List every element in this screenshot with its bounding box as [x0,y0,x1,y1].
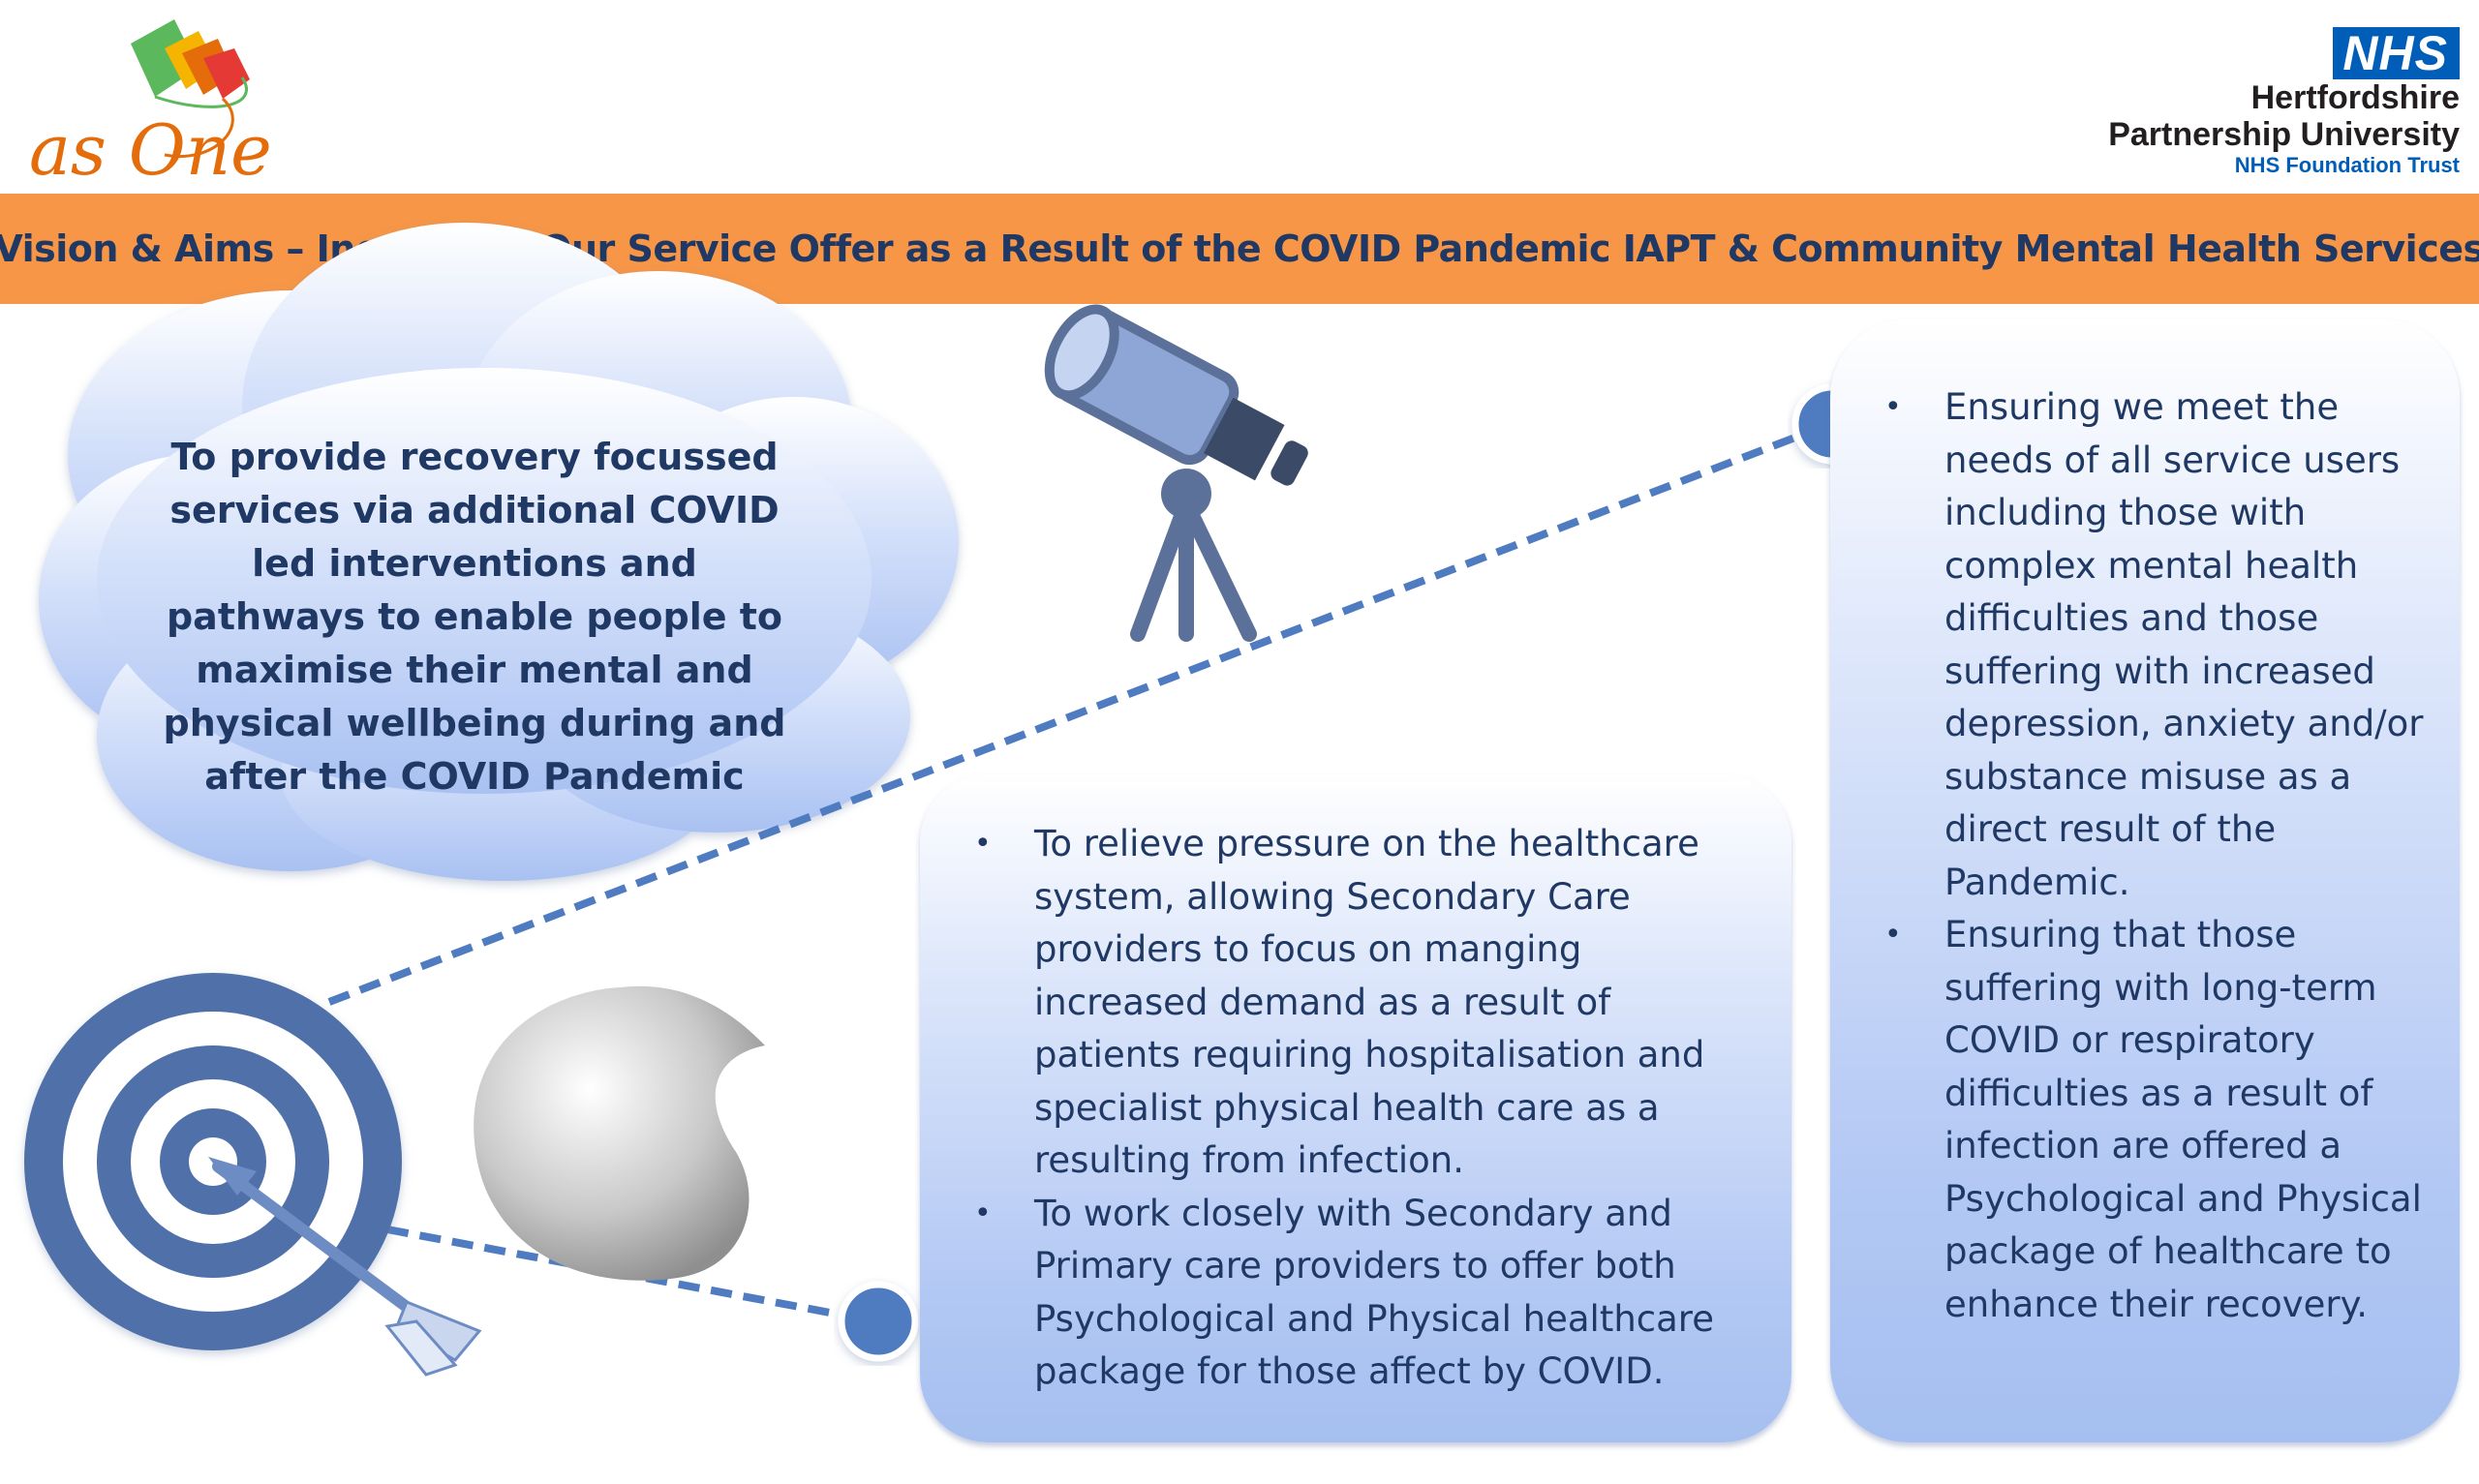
nhs-trust-name-2: Partnership University [2108,116,2460,153]
logo-kite-string-2 [164,97,234,158]
nhs-badge: NHS [2333,27,2460,79]
vision-line: after the COVID Pandemic [204,755,745,798]
vision-line: led interventions and [252,542,697,585]
vision-line: To provide recovery focussed [170,436,779,478]
vision-line: physical wellbeing during and [163,702,786,744]
aim-bullet: Ensuring that those suffering with long-… [1884,909,2438,1331]
aim-bullet: Ensuring we meet the needs of all servic… [1884,381,2438,909]
connector-line-upper [327,420,1832,1006]
nhs-trust-name-1: Hertfordshire [2250,79,2460,116]
arrow-icon [208,1157,482,1377]
connector-dot-lower [838,1281,919,1362]
logo-kite-red [203,48,250,99]
nhs-trust-name-3: NHS Foundation Trust [2234,153,2460,177]
vision-statement: To provide recovery focussed services vi… [155,431,794,803]
aim-bullet: To relieve pressure on the healthcare sy… [974,818,1751,1188]
vision-cloud [39,223,959,881]
as-one-logo: as One [29,19,272,191]
aims-list-middle: To relieve pressure on the healthcare sy… [974,818,1751,1399]
aims-list-right: Ensuring we meet the needs of all servic… [1884,381,2438,1331]
nhs-logo-block: NHS Hertfordshire Partnership University… [1956,27,2460,178]
vision-line: pathways to enable people to [166,595,783,638]
aim-bullet: To work closely with Secondary and Prima… [974,1188,1751,1399]
vision-line: maximise their mental and [196,649,753,691]
vision-line: services via additional COVID [169,489,780,531]
logo-wordmark: as One [29,109,272,191]
telescope-icon [1044,304,1308,642]
shadow-blob [474,985,765,1281]
